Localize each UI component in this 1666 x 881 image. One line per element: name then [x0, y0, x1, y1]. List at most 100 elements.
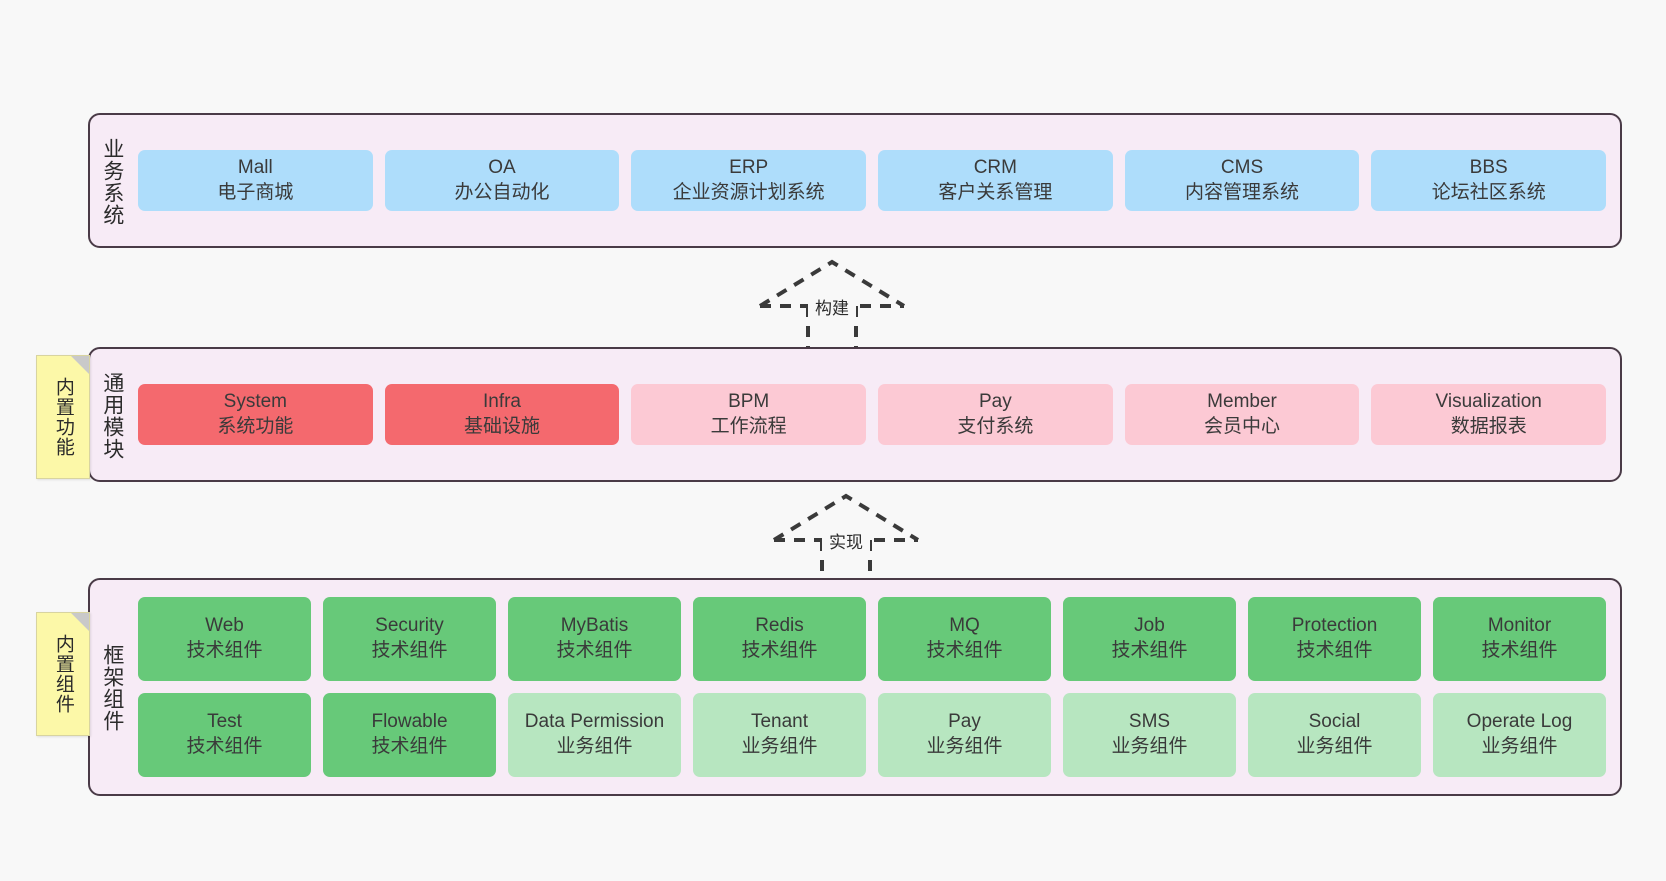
card-bpm[interactable]: BPM 工作流程 [631, 383, 867, 446]
card-subtitle: 技术组件 [1111, 640, 1188, 661]
card-title: BPM [728, 390, 770, 412]
card-pay-business[interactable]: Pay 业务组件 [878, 693, 1051, 777]
card-title: System [223, 390, 288, 412]
card-subtitle: 基础设施 [464, 415, 541, 437]
card-subtitle: 技术组件 [186, 736, 263, 757]
folded-corner-icon [71, 356, 89, 374]
card-security[interactable]: Security 技术组件 [323, 597, 496, 681]
card-title: Web [205, 615, 244, 637]
card-subtitle: 数据报表 [1450, 415, 1527, 437]
card-subtitle: 电子商城 [217, 181, 294, 203]
card-title: Social [1308, 711, 1361, 733]
layer-panel-framework-components: 框架组件 Web 技术组件 Security 技术组件 MyBatis 技术组件… [88, 578, 1622, 796]
card-protection[interactable]: Protection 技术组件 [1248, 597, 1421, 681]
card-web[interactable]: Web 技术组件 [138, 597, 311, 681]
card-title: Member [1207, 390, 1277, 412]
card-title: Test [207, 711, 242, 733]
card-subtitle: 技术组件 [1296, 640, 1373, 661]
card-subtitle: 业务组件 [741, 736, 818, 757]
card-job[interactable]: Job 技术组件 [1063, 597, 1236, 681]
card-subtitle: 业务组件 [1296, 736, 1373, 757]
card-title: Monitor [1487, 615, 1552, 637]
card-title: BBS [1469, 156, 1508, 178]
card-tenant[interactable]: Tenant 业务组件 [693, 693, 866, 777]
card-row: System 系统功能 Infra 基础设施 BPM 工作流程 Pay 支付系统… [138, 383, 1607, 446]
connector-build-arrow: 构建 [752, 258, 912, 350]
card-infra[interactable]: Infra 基础设施 [384, 383, 620, 446]
card-subtitle: 会员中心 [1204, 415, 1281, 437]
layer-panel-common-modules: 通用模块 System 系统功能 Infra 基础设施 BPM 工作流程 Pay… [88, 347, 1622, 482]
layer-title-framework-components: 框架组件 [100, 644, 124, 732]
card-title: Redis [755, 615, 804, 637]
card-subtitle: 技术组件 [186, 640, 263, 661]
connector-implement-arrow: 实现 [766, 492, 926, 584]
card-title: SMS [1128, 711, 1171, 733]
card-subtitle: 客户关系管理 [938, 181, 1053, 203]
layer-body-business-systems: Mall 电子商城 OA 办公自动化 ERP 企业资源计划系统 CRM 客户关系… [134, 115, 1620, 246]
card-title: Tenant [750, 711, 809, 733]
card-member[interactable]: Member 会员中心 [1124, 383, 1360, 446]
card-mq[interactable]: MQ 技术组件 [878, 597, 1051, 681]
card-subtitle: 工作流程 [710, 415, 787, 437]
card-subtitle: 办公自动化 [454, 181, 550, 203]
card-subtitle: 技术组件 [926, 640, 1003, 661]
card-title: Operate Log [1466, 711, 1573, 733]
card-title: CMS [1220, 156, 1264, 178]
card-flowable[interactable]: Flowable 技术组件 [323, 693, 496, 777]
card-title: Infra [482, 390, 522, 412]
layer-body-common-modules: System 系统功能 Infra 基础设施 BPM 工作流程 Pay 支付系统… [134, 349, 1620, 480]
card-cms[interactable]: CMS 内容管理系统 [1124, 149, 1360, 212]
card-data-permission[interactable]: Data Permission 业务组件 [508, 693, 681, 777]
card-subtitle: 支付系统 [957, 415, 1034, 437]
card-sms[interactable]: SMS 业务组件 [1063, 693, 1236, 777]
card-row: Mall 电子商城 OA 办公自动化 ERP 企业资源计划系统 CRM 客户关系… [138, 149, 1607, 212]
card-title: Security [375, 615, 444, 637]
card-title: MyBatis [560, 615, 629, 637]
card-test[interactable]: Test 技术组件 [138, 693, 311, 777]
folded-corner-icon [71, 613, 89, 631]
card-mall[interactable]: Mall 电子商城 [138, 149, 373, 212]
connector-label-implement: 实现 [822, 528, 870, 553]
card-title: Flowable [371, 711, 448, 733]
layer-title-business-systems: 业务系统 [100, 137, 124, 226]
card-operate-log[interactable]: Operate Log 业务组件 [1433, 693, 1606, 777]
card-title: Protection [1291, 615, 1378, 637]
sticky-note-builtin-components: 内置组件 [36, 612, 90, 736]
card-pay[interactable]: Pay 支付系统 [878, 383, 1113, 446]
card-title: Job [1134, 615, 1165, 637]
card-title: Pay [948, 711, 981, 733]
sticky-note-builtin-features: 内置功能 [36, 355, 90, 479]
layer-title-common-modules: 通用模块 [100, 371, 124, 460]
card-subtitle: 技术组件 [1481, 640, 1558, 661]
card-row: Test 技术组件 Flowable 技术组件 Data Permission … [138, 693, 1606, 777]
card-title: ERP [729, 156, 769, 178]
card-subtitle: 系统功能 [217, 415, 294, 437]
card-crm[interactable]: CRM 客户关系管理 [878, 149, 1113, 212]
card-system[interactable]: System 系统功能 [138, 383, 373, 446]
card-title: MQ [949, 615, 980, 637]
card-title: CRM [973, 156, 1017, 178]
card-bbs[interactable]: BBS 论坛社区系统 [1371, 149, 1607, 212]
card-subtitle: 业务组件 [1481, 736, 1558, 757]
card-social[interactable]: Social 业务组件 [1248, 693, 1421, 777]
connector-label-build: 构建 [808, 294, 856, 319]
card-title: Pay [978, 390, 1012, 412]
sticky-note-label: 内置功能 [52, 377, 74, 457]
layer-body-framework-components: Web 技术组件 Security 技术组件 MyBatis 技术组件 Redi… [134, 580, 1620, 794]
card-subtitle: 内容管理系统 [1185, 181, 1300, 203]
card-subtitle: 论坛社区系统 [1431, 181, 1546, 203]
card-title: OA [488, 156, 516, 178]
card-subtitle: 技术组件 [371, 736, 448, 757]
card-subtitle: 技术组件 [741, 640, 818, 661]
card-erp[interactable]: ERP 企业资源计划系统 [631, 149, 867, 212]
card-title: Data Permission [524, 711, 665, 733]
card-redis[interactable]: Redis 技术组件 [693, 597, 866, 681]
card-title: Visualization [1435, 390, 1542, 412]
card-oa[interactable]: OA 办公自动化 [384, 149, 620, 212]
card-monitor[interactable]: Monitor 技术组件 [1433, 597, 1606, 681]
card-subtitle: 业务组件 [556, 736, 633, 757]
card-visualization[interactable]: Visualization 数据报表 [1371, 383, 1607, 446]
card-mybatis[interactable]: MyBatis 技术组件 [508, 597, 681, 681]
card-row: Web 技术组件 Security 技术组件 MyBatis 技术组件 Redi… [138, 597, 1606, 681]
card-subtitle: 业务组件 [1111, 736, 1188, 757]
